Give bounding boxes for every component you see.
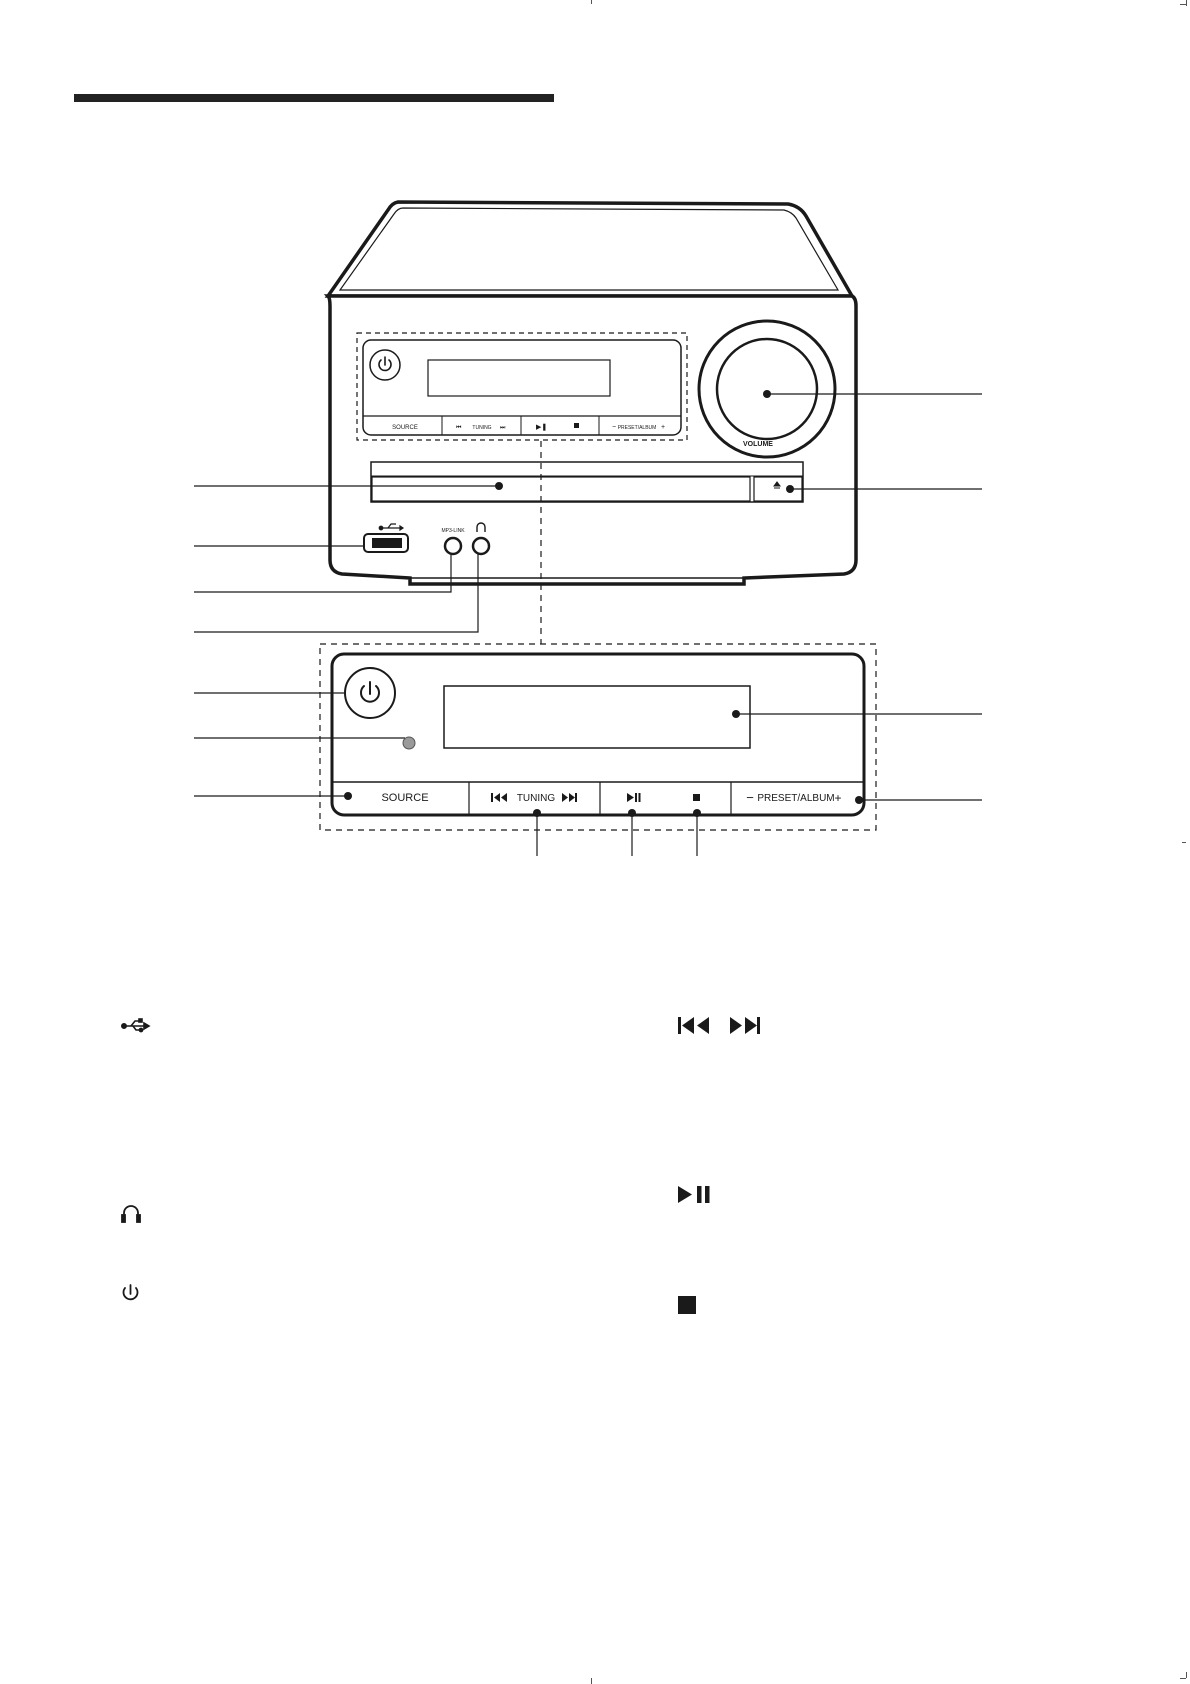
source-button-label: SOURCE bbox=[381, 792, 428, 804]
unit-minus: − bbox=[612, 424, 616, 431]
unit-display-window bbox=[427, 359, 611, 397]
unit-top-inner bbox=[338, 207, 840, 291]
callout-lines bbox=[194, 393, 982, 856]
unit-power-button bbox=[369, 349, 401, 381]
unit-tuning-label: TUNING bbox=[472, 425, 491, 431]
crop-mark bbox=[591, 1678, 592, 1684]
power-icon-large bbox=[360, 681, 380, 703]
skip-next-glyph bbox=[562, 793, 577, 802]
standby-indicator bbox=[402, 736, 416, 750]
display-panel bbox=[443, 685, 751, 749]
preset-minus: − bbox=[746, 790, 754, 805]
play-pause-glyph bbox=[627, 793, 641, 802]
preset-plus: + bbox=[834, 791, 841, 805]
mp3-link-label: MP3-LINK bbox=[441, 528, 465, 534]
preset-album-label: PRESET/ALBUM bbox=[757, 793, 834, 804]
unit-source-label: SOURCE bbox=[392, 425, 418, 431]
tuning-button-label: TUNING bbox=[517, 793, 556, 804]
stop-glyph bbox=[693, 794, 700, 801]
unit-panel-dashed-box bbox=[356, 332, 688, 441]
power-icon bbox=[378, 356, 392, 372]
crop-mark bbox=[1182, 842, 1186, 843]
skip-prev-glyph bbox=[491, 793, 507, 802]
unit-preset-label: PRESET/ALBUM bbox=[618, 425, 657, 431]
unit-plus: + bbox=[661, 424, 665, 431]
crop-mark bbox=[1180, 4, 1186, 5]
unit-panel-labels: SOURCE ⏮ TUNING ⏭ ▶❚ − PRESET/ALBUM + bbox=[392, 423, 665, 431]
crop-mark bbox=[591, 0, 592, 4]
enlarged-panel-frame bbox=[330, 652, 866, 817]
enlarged-panel-labels: SOURCE TUNING − PRESET/ALBUM + bbox=[381, 790, 841, 805]
unit-playpause-glyph: ▶❚ bbox=[536, 423, 547, 431]
unit-prev-glyph: ⏮ bbox=[456, 425, 462, 431]
audio-jacks bbox=[443, 536, 491, 556]
crop-mark bbox=[1186, 1672, 1187, 1678]
usb-icon-small bbox=[378, 523, 405, 532]
header-rule bbox=[74, 94, 554, 102]
disc-tray bbox=[370, 461, 804, 503]
unit-stop-glyph bbox=[574, 423, 579, 428]
power-icon bbox=[122, 1284, 139, 1301]
crop-mark bbox=[1186, 0, 1187, 6]
headphones-icon bbox=[121, 1205, 141, 1223]
unit-panel-frame bbox=[362, 339, 682, 436]
unit-next-glyph: ⏭ bbox=[500, 425, 506, 431]
skip-prev-icon bbox=[678, 1017, 709, 1034]
volume-knob bbox=[697, 319, 837, 459]
usb-port bbox=[363, 533, 409, 553]
enlarged-panel bbox=[319, 643, 877, 831]
headphones-icon-small bbox=[476, 522, 486, 532]
volume-label: VOLUME bbox=[743, 441, 773, 448]
unit-control-panel bbox=[356, 332, 688, 441]
play-pause-icon bbox=[678, 1186, 710, 1203]
stop-icon bbox=[678, 1296, 696, 1314]
enlarged-panel-dashed-box bbox=[319, 643, 877, 831]
unit-top-surface bbox=[324, 200, 856, 298]
crop-mark bbox=[1180, 1678, 1186, 1679]
usb-icon bbox=[121, 1018, 151, 1033]
skip-next-icon bbox=[730, 1017, 760, 1034]
